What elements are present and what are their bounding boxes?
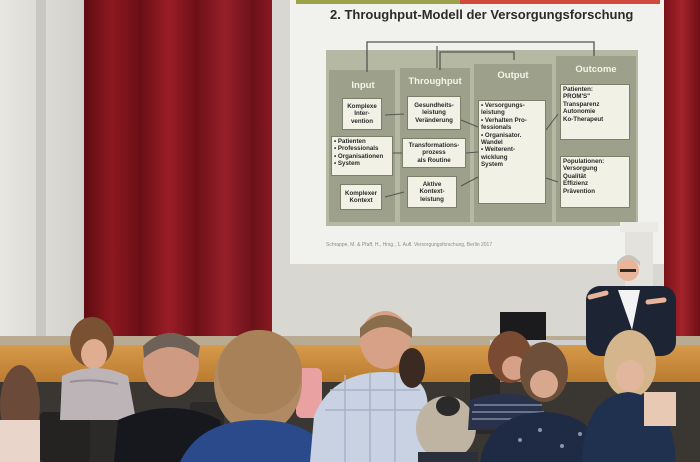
box-outcome-populationen: Populationen: Versorgung Qualität Effizi…	[560, 156, 630, 208]
column-heading-outcome: Outcome	[575, 64, 617, 75]
box-output-list: • Versorgungs- leistung • Verhalten Pro-…	[478, 100, 546, 204]
box-input-actors: • Patienten • Professionals • Organisati…	[331, 136, 393, 176]
box-gesundheitsleistung: Gesundheits- leistung Veränderung	[407, 96, 461, 130]
column-heading-output: Output	[497, 70, 529, 81]
slide-citation: Schrappe, M. & Pfaff, H., Hrsg., 1. Aufl…	[326, 242, 493, 248]
box-komplexer-kontext: Komplexer Kontext	[340, 184, 382, 210]
box-komplexe-intervention: Komplexe Inter- vention	[342, 98, 382, 130]
column-heading-input: Input	[351, 80, 375, 91]
slide-title: 2. Throughput-Modell der Versorgungsfors…	[330, 7, 634, 22]
box-outcome-patienten: Patienten: PROM'S" Transparenz Autonomie…	[560, 84, 630, 140]
box-aktive-kontextleistung: Aktive Kontext- leistung	[407, 176, 457, 208]
box-transformationsprozess: Transformations- prozess als Routine	[402, 138, 466, 168]
column-heading-throughput: Throughput	[408, 76, 462, 87]
